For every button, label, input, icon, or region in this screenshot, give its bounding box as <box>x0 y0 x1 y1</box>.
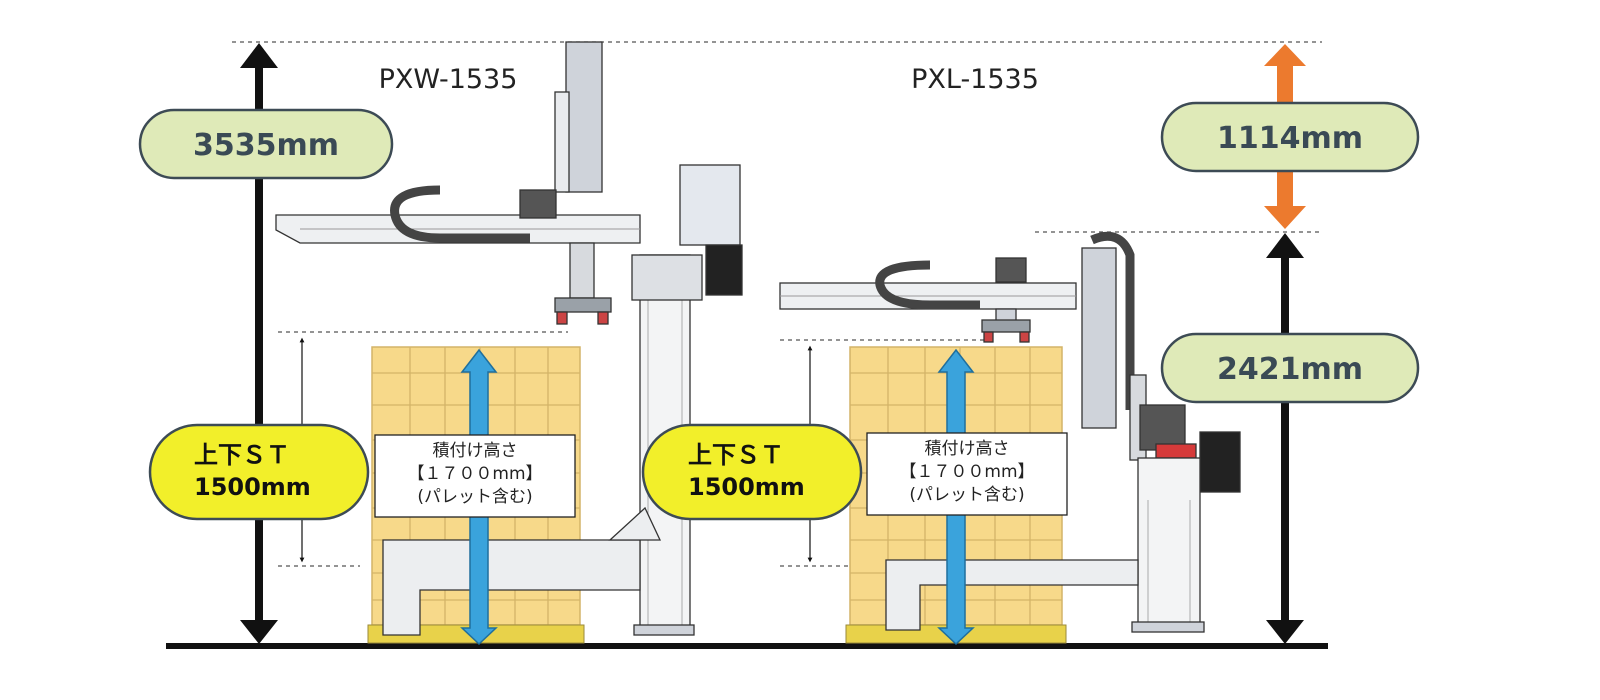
left-gripper-shaft <box>569 242 595 299</box>
right-model-label: PXL-1535 <box>911 64 1039 95</box>
left-model-label: PXW-1535 <box>379 64 518 95</box>
left-stack-height-box: 積付け高さ 【１７００mm】 (パレット含む) <box>374 434 576 518</box>
left-stack-line3: (パレット含む) <box>417 487 532 507</box>
left-gripper-head <box>554 297 612 313</box>
top-clearance-label: 1114mm <box>1217 121 1363 156</box>
right-cable-carrier-mast <box>1090 231 1135 410</box>
right-motor-block <box>1139 404 1186 451</box>
right-gripper-head <box>981 319 1031 333</box>
right-suction-cup-2 <box>1019 331 1030 343</box>
right-robot-pxl <box>779 231 1241 633</box>
left-stroke-line2: 1500mm <box>194 473 311 501</box>
left-total-height-arrow <box>240 43 278 644</box>
left-rotary-unit <box>679 164 741 246</box>
right-stroke-pill: 上下ＳＴ 1500mm <box>641 423 863 521</box>
left-column-head <box>631 254 703 301</box>
left-cable-carrier <box>390 185 530 243</box>
reference-lines <box>232 41 1322 567</box>
right-arm-motor <box>995 257 1027 283</box>
total-height-label: 3535mm <box>193 128 339 163</box>
right-height-label: 2421mm <box>1217 352 1363 387</box>
right-height-pill: 2421mm <box>1160 332 1420 404</box>
right-warning-label <box>1155 443 1197 459</box>
left-mast-rail <box>554 91 570 193</box>
right-stack-line1: 積付け高さ <box>925 439 1010 459</box>
right-stroke-line2: 1500mm <box>688 473 805 501</box>
left-stroke-line1: 上下ＳＴ <box>194 441 290 469</box>
right-suction-cup-1 <box>983 331 994 343</box>
right-stroke-line1: 上下ＳＴ <box>688 441 784 469</box>
right-stack-height-box: 積付け高さ 【１７００mm】 (パレット含む) <box>866 432 1068 516</box>
right-cable-carrier-arm <box>875 260 980 310</box>
right-servo-motor <box>1199 431 1241 493</box>
right-stack-line3: (パレット含む) <box>909 485 1024 505</box>
right-column <box>1137 457 1201 631</box>
top-clearance-pill: 1114mm <box>1160 101 1420 173</box>
total-height-pill: 3535mm <box>138 108 394 180</box>
right-foot <box>1131 621 1205 633</box>
left-stack-line2: 【１７００mm】 <box>407 464 542 484</box>
left-mast <box>565 41 603 193</box>
left-suction-cup-1 <box>556 311 568 325</box>
left-stroke-pill: 上下ＳＴ 1500mm <box>148 423 370 521</box>
right-lower-height-arrow <box>1266 233 1304 644</box>
left-servo-motor <box>705 244 743 296</box>
right-mast <box>1081 247 1117 429</box>
floor-line <box>166 643 1328 649</box>
left-foot <box>633 624 695 636</box>
left-suction-cup-2 <box>597 311 609 325</box>
left-brace <box>608 506 662 541</box>
right-stack-line2: 【１７００mm】 <box>899 462 1034 482</box>
left-motor <box>519 189 557 219</box>
left-stack-line1: 積付け高さ <box>433 441 518 461</box>
